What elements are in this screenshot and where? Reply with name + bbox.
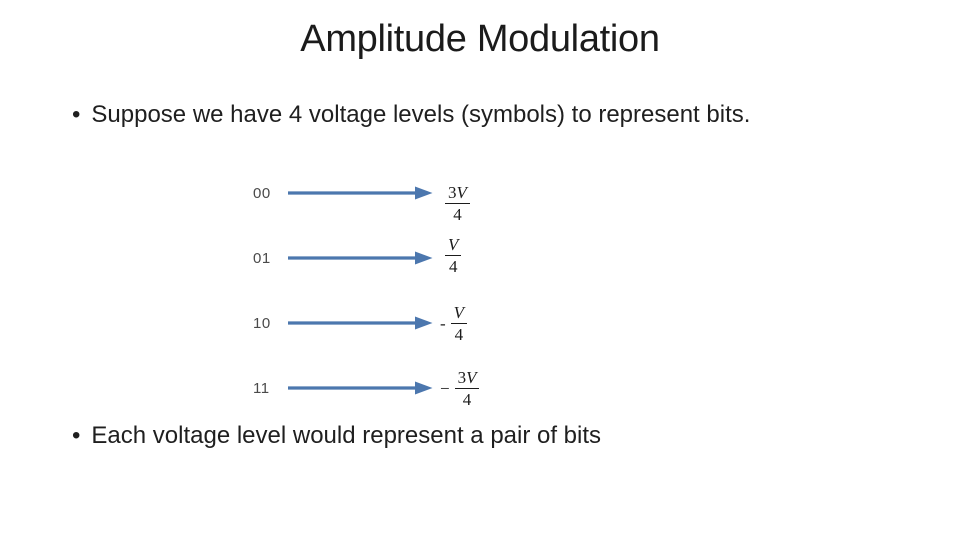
slide-title: Amplitude Modulation (300, 18, 660, 60)
right-arrow-icon (288, 186, 433, 200)
mapping-row-11: 11 − 3V 4 (253, 360, 480, 416)
mapping-row-01: 01 V 4 (253, 230, 479, 286)
voltage-level-value: 3V 4 (440, 184, 470, 223)
bullet-text-1: Suppose we have 4 voltage levels (symbol… (91, 101, 751, 128)
fraction-denominator: 4 (462, 389, 472, 409)
fraction: V 4 (445, 236, 462, 276)
fraction-numerator: V (445, 236, 462, 256)
bullet-dot-icon: • (72, 101, 81, 128)
bit-pair-label: 00 (253, 184, 271, 202)
bullet-item-1: • Suppose we have 4 voltage levels (symbo… (72, 100, 932, 130)
fraction-numerator: 3V (445, 184, 470, 204)
minus-sign: - (440, 313, 446, 333)
fraction: 3V 4 (454, 369, 480, 409)
fraction-numerator: V (450, 304, 468, 324)
right-arrow-icon (288, 251, 433, 265)
right-arrow-icon (288, 381, 433, 395)
fraction-denominator: 4 (453, 204, 462, 224)
bit-voltage-mapping-diagram: 00 3V 4 01 V (253, 165, 480, 425)
bullet-dot-icon: • (72, 422, 81, 449)
bit-pair-label: 11 (253, 379, 270, 397)
mapping-row-00: 00 3V 4 (253, 165, 479, 223)
bit-pair-label: 01 (253, 249, 271, 267)
fraction-denominator: 4 (448, 256, 458, 276)
fraction: 3V 4 (445, 184, 470, 223)
bullet-text-2: Each voltage level would represent a pai… (91, 422, 602, 449)
voltage-level-value: − 3V 4 (440, 369, 480, 409)
right-arrow-icon (288, 316, 433, 330)
minus-sign: − (440, 378, 450, 398)
fraction-denominator: 4 (454, 324, 464, 344)
mapping-row-10: 10 - V 4 (253, 295, 479, 351)
voltage-level-value: V 4 (440, 236, 462, 276)
bullet-item-2: • Each voltage level would represent a pa… (72, 421, 932, 451)
bit-pair-label: 10 (253, 314, 271, 332)
voltage-level-value: - V 4 (440, 304, 468, 344)
fraction: V 4 (450, 304, 468, 344)
fraction-numerator: 3V (454, 369, 480, 389)
